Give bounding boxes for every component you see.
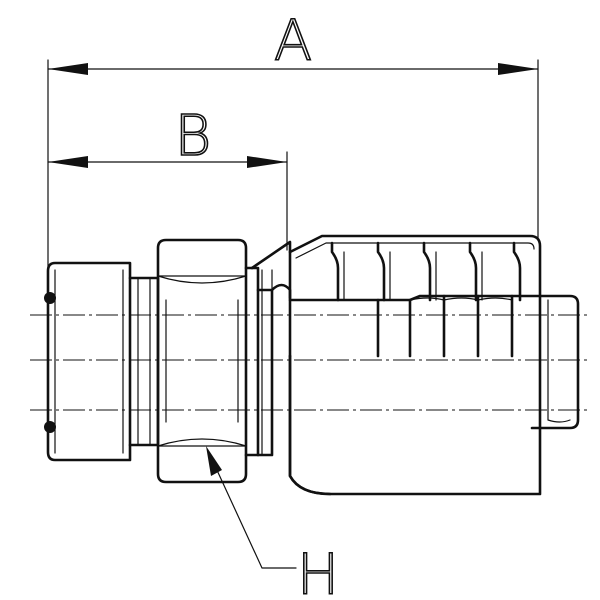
dimension-label-b: B [175,104,212,169]
arrowhead-left-b [48,156,88,168]
o-ring-bottom [44,421,56,433]
hose-barbs [376,294,571,425]
socket-sleeve [288,234,580,496]
center-lines [30,314,590,411]
arrowhead-right-a [498,63,538,75]
dimension-label-a: A [274,9,312,74]
arrowhead-right-b [247,156,287,168]
leader-h: H [206,446,340,600]
dimension-a: A [47,8,539,269]
o-ring-top [44,292,56,304]
dimension-label-h: H [297,543,339,600]
neck [128,276,160,447]
arrowhead-left-a [48,63,88,75]
collar [244,240,292,457]
dimension-b: B [47,103,288,251]
hex-nut [156,238,248,484]
threaded-end [44,261,132,462]
socket-ribs [330,241,522,302]
leader-arrowhead [206,446,222,476]
